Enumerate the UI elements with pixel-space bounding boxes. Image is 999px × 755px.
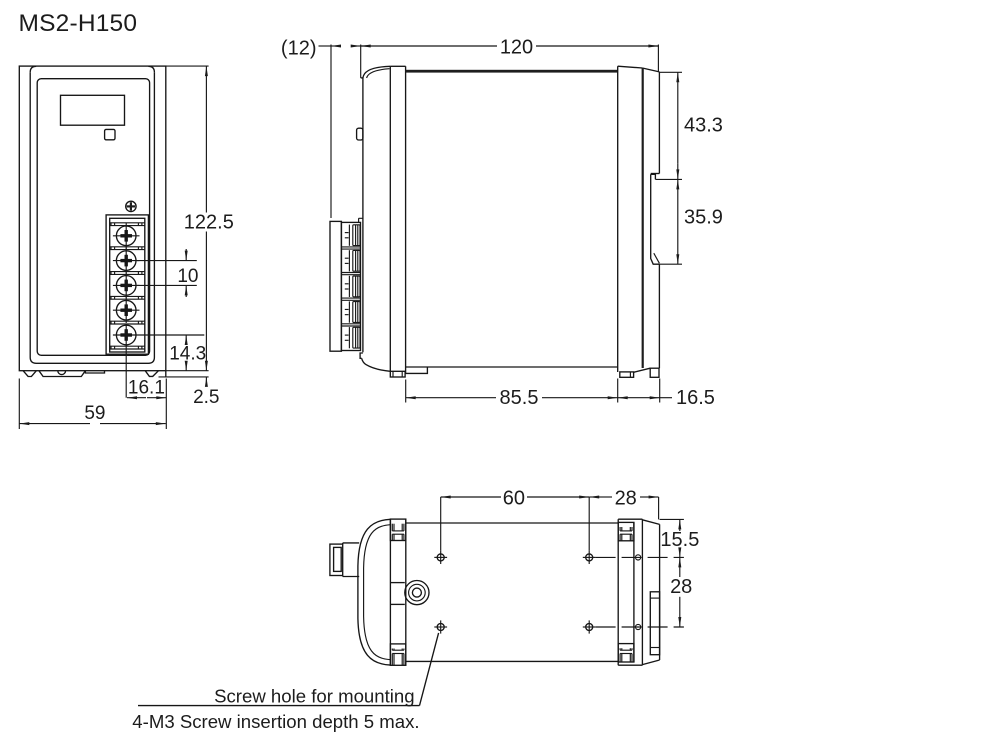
svg-text:28: 28: [615, 487, 637, 509]
svg-text:15.5: 15.5: [660, 529, 699, 551]
svg-text:59: 59: [84, 403, 105, 424]
svg-text:10: 10: [177, 266, 198, 287]
svg-text:(12): (12): [281, 37, 317, 59]
svg-text:85.5: 85.5: [500, 387, 539, 409]
svg-text:43.3: 43.3: [684, 115, 723, 137]
svg-text:2.5: 2.5: [193, 387, 219, 408]
svg-text:Screw hole for mounting: Screw hole for mounting: [214, 686, 415, 707]
svg-text:28: 28: [670, 576, 692, 598]
svg-text:4-M3 Screw insertion depth 5 m: 4-M3 Screw insertion depth 5 max.: [132, 711, 419, 732]
svg-text:MS2-H150: MS2-H150: [19, 10, 138, 37]
svg-text:35.9: 35.9: [684, 206, 723, 228]
svg-text:16.1: 16.1: [128, 378, 165, 399]
svg-text:122.5: 122.5: [184, 212, 234, 234]
svg-text:120: 120: [500, 36, 533, 58]
svg-text:16.5: 16.5: [676, 387, 715, 409]
svg-text:14.3: 14.3: [169, 344, 206, 365]
svg-text:60: 60: [503, 487, 525, 509]
